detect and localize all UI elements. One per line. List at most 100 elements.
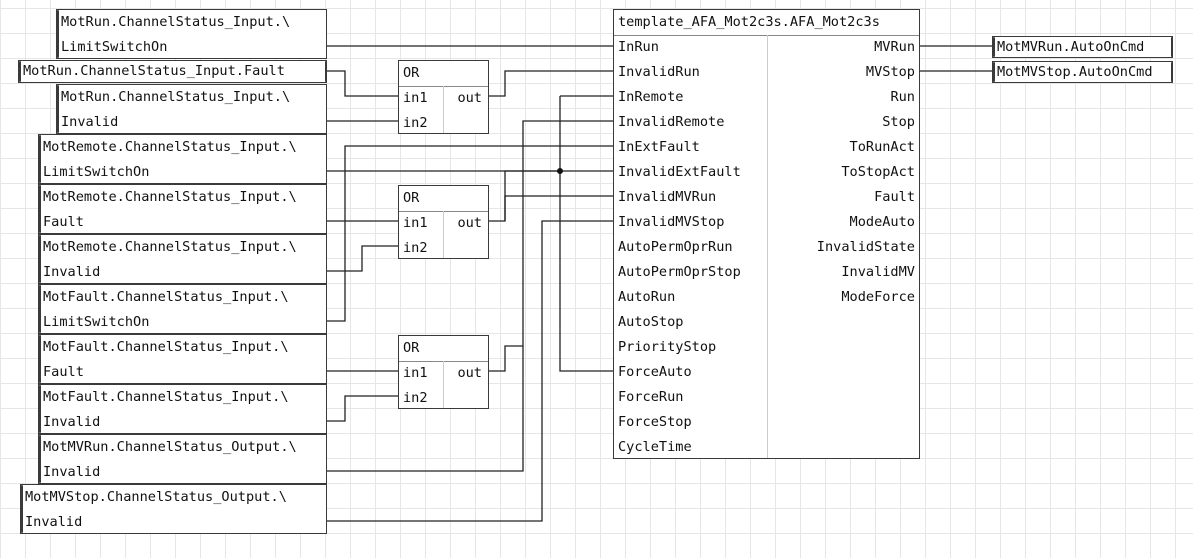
- tag-text: MotFault.ChannelStatus_Input.\: [43, 339, 289, 355]
- wire: [327, 395, 398, 422]
- wire: [488, 196, 524, 372]
- fb-input-inremote: InRemote: [618, 89, 684, 105]
- tag-left-bar: [39, 385, 41, 433]
- wire: [327, 346, 524, 472]
- tag-left-bar: [57, 85, 59, 133]
- wire: [559, 96, 613, 372]
- tag-text: MotMVStop.AutoOnCmd: [997, 64, 1153, 80]
- tag-text: MotRemote.ChannelStatus_Input.\: [43, 189, 297, 205]
- fb-output-torunact: ToRunAct: [849, 139, 915, 155]
- fb-output-invalidstate: InvalidState: [816, 239, 915, 255]
- divider: [767, 35, 768, 458]
- input-tag-motremote-fault[interactable]: MotRemote.ChannelStatus_Input.\ Fault: [38, 184, 327, 234]
- input-tag-motrun-invalid[interactable]: MotRun.ChannelStatus_Input.\ Invalid: [56, 84, 327, 134]
- tag-text: MotMVStop.ChannelStatus_Output.\: [25, 489, 287, 505]
- tag-text: Invalid: [43, 264, 101, 280]
- input-tag-motfault-invalid[interactable]: MotFault.ChannelStatus_Input.\ Invalid: [38, 384, 327, 434]
- input-tag-motremote-limitswitchon[interactable]: MotRemote.ChannelStatus_Input.\ LimitSwi…: [38, 134, 327, 184]
- output-tag-motmvrun-autooncmd[interactable]: MotMVRun.AutoOnCmd: [992, 36, 1173, 58]
- tag-left-bar: [39, 185, 41, 233]
- fb-output-modeauto: ModeAuto: [849, 214, 915, 230]
- tag-left-bar: [19, 61, 21, 82]
- fb-input-invalidextfault: InvalidExtFault: [618, 164, 741, 180]
- input-tag-motremote-invalid[interactable]: MotRemote.ChannelStatus_Input.\ Invalid: [38, 234, 327, 284]
- wire: [327, 245, 398, 272]
- fb-input-autostop: AutoStop: [618, 314, 684, 330]
- tag-text: MotRemote.ChannelStatus_Input.\: [43, 139, 297, 155]
- tag-text: Invalid: [25, 514, 83, 530]
- or-block-1[interactable]: OR in1 in2 out: [398, 60, 489, 134]
- fb-input-forcestop: ForceStop: [618, 414, 692, 430]
- or-block-title: OR: [403, 340, 420, 356]
- tag-text: MotFault.ChannelStatus_Input.\: [43, 389, 289, 405]
- function-block-title: template_AFA_Mot2c3s.AFA_Mot2c3s: [618, 14, 880, 30]
- or-input-in2: in2: [403, 115, 428, 131]
- tag-text: LimitSwitchOn: [43, 314, 150, 330]
- input-tag-motfault-limitswitchon[interactable]: MotFault.ChannelStatus_Input.\ LimitSwit…: [38, 284, 327, 334]
- fb-output-tostopact: ToStopAct: [841, 164, 915, 180]
- tag-text: Invalid: [43, 464, 101, 480]
- fb-input-invalidremote: InvalidRemote: [618, 114, 725, 130]
- tag-text: MotMVRun.AutoOnCmd: [997, 39, 1145, 55]
- wire: [326, 70, 398, 97]
- fb-output-invalidmv: InvalidMV: [841, 264, 915, 280]
- fb-output-mvstop: MVStop: [865, 64, 915, 80]
- or-block-3[interactable]: OR in1 in2 out: [398, 335, 489, 409]
- tag-text: LimitSwitchOn: [61, 39, 168, 55]
- junction-dot: [557, 168, 563, 174]
- tag-right-bar: [1171, 37, 1173, 57]
- fb-input-cycletime: CycleTime: [618, 439, 692, 455]
- fb-input-invalidmvrun: InvalidMVRun: [618, 189, 717, 205]
- tag-left-bar: [39, 335, 41, 383]
- fb-input-forcerun: ForceRun: [618, 389, 684, 405]
- or-input-in1: in1: [403, 365, 428, 381]
- input-tag-motmvstop-invalid[interactable]: MotMVStop.ChannelStatus_Output.\ Invalid: [20, 484, 327, 534]
- tag-text: Invalid: [43, 414, 101, 430]
- tag-left-bar: [21, 485, 23, 533]
- tag-left-bar: [57, 10, 59, 58]
- fb-output-fault: Fault: [874, 189, 915, 205]
- tag-text: Fault: [43, 364, 84, 380]
- fb-input-inextfault: InExtFault: [618, 139, 700, 155]
- function-block[interactable]: template_AFA_Mot2c3s.AFA_Mot2c3s InRun I…: [613, 9, 920, 459]
- input-tag-motmvrun-invalid[interactable]: MotMVRun.ChannelStatus_Output.\ Invalid: [38, 434, 327, 484]
- wire: [327, 145, 613, 322]
- tag-left-bar: [993, 62, 995, 82]
- or-input-in1: in1: [403, 215, 428, 231]
- tag-text: MotRun.ChannelStatus_Input.\: [61, 14, 291, 30]
- function-block-header: template_AFA_Mot2c3s.AFA_Mot2c3s: [614, 10, 919, 36]
- input-tag-motrun-limitswitchon[interactable]: MotRun.ChannelStatus_Input.\ LimitSwitch…: [56, 9, 327, 59]
- tag-text: MotRun.ChannelStatus_Input.Fault: [23, 63, 285, 79]
- or-block-title: OR: [403, 190, 420, 206]
- tag-left-bar: [39, 135, 41, 183]
- fb-output-run: Run: [890, 89, 915, 105]
- wire: [488, 70, 613, 97]
- tag-left-bar: [39, 285, 41, 333]
- or-output-out: out: [457, 215, 482, 231]
- or-block-2[interactable]: OR in1 in2 out: [398, 185, 489, 259]
- or-input-in2: in2: [403, 390, 428, 406]
- fb-input-autorun: AutoRun: [618, 289, 676, 305]
- input-tag-motfault-fault[interactable]: MotFault.ChannelStatus_Input.\ Fault: [38, 334, 327, 384]
- or-output-out: out: [457, 365, 482, 381]
- fb-input-invalidrun: InvalidRun: [618, 64, 700, 80]
- or-input-in1: in1: [403, 90, 428, 106]
- fb-output-modeforce: ModeForce: [841, 289, 915, 305]
- tag-right-bar: [1171, 62, 1173, 82]
- tag-text: Invalid: [61, 114, 119, 130]
- divider: [443, 86, 444, 133]
- fb-input-prioritystop: PriorityStop: [618, 339, 717, 355]
- fb-input-inrun: InRun: [618, 39, 659, 55]
- tag-text: MotFault.ChannelStatus_Input.\: [43, 289, 289, 305]
- fb-output-stop: Stop: [882, 114, 915, 130]
- tag-left-bar: [39, 235, 41, 283]
- wire: [327, 220, 613, 522]
- wire: [488, 120, 613, 222]
- fb-input-autopermoprstop: AutoPermOprStop: [618, 264, 741, 280]
- output-tag-motmvstop-autooncmd[interactable]: MotMVStop.AutoOnCmd: [992, 61, 1173, 83]
- input-tag-motrun-fault[interactable]: MotRun.ChannelStatus_Input.Fault: [18, 60, 327, 83]
- fb-input-autopermoprrun: AutoPermOprRun: [618, 239, 733, 255]
- tag-text: MotRun.ChannelStatus_Input.\: [61, 89, 291, 105]
- tag-text: Fault: [43, 214, 84, 230]
